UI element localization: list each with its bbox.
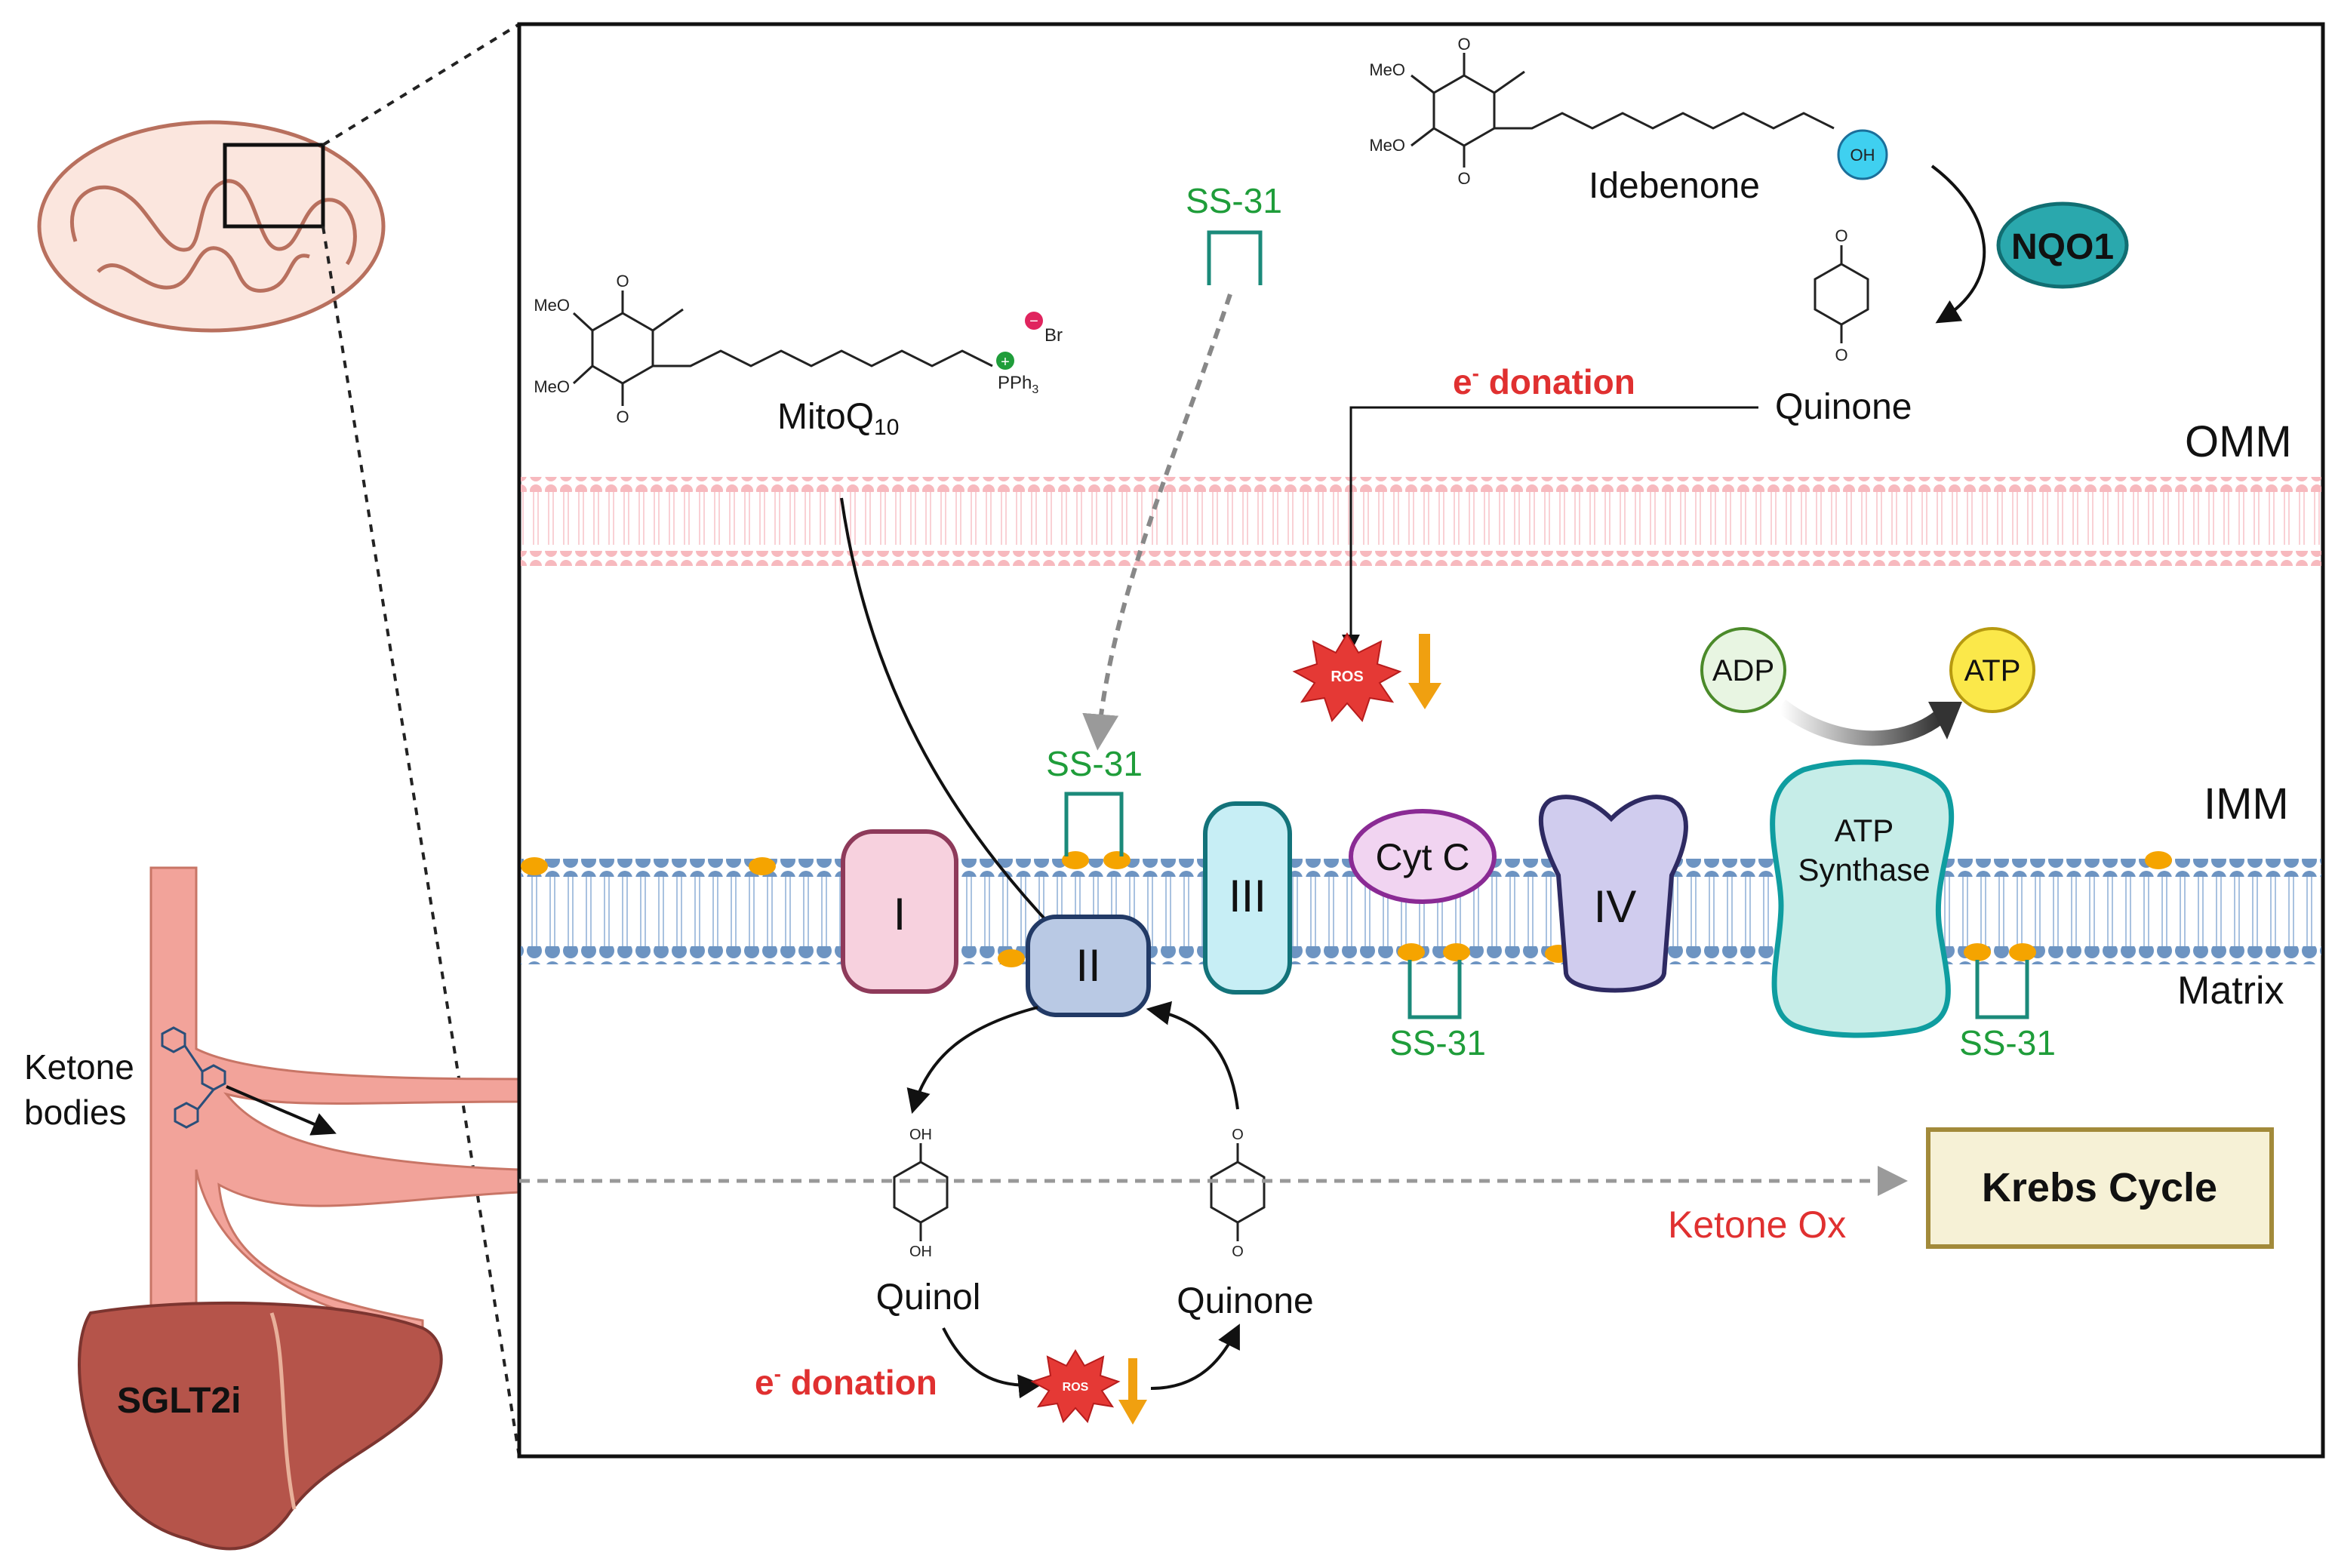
ss31-peptide-imm-mid (1407, 960, 1462, 1019)
ketone-molecules (161, 1026, 226, 1129)
atp-synthase (1770, 759, 1955, 1038)
bromide-sign: − (1029, 313, 1038, 330)
quinone-top-structure (1814, 245, 1869, 343)
ketone-ox-label: Ketone Ox (1668, 1204, 1846, 1246)
idebenone-o-bottom: O (1457, 169, 1470, 188)
ketone-label-2: bodies (24, 1093, 127, 1132)
idebenone-meo-1: MeO (1369, 60, 1405, 79)
krebs-cycle-box (1926, 1127, 2274, 1249)
quinol-oh-top: OH (909, 1127, 932, 1143)
mitoq-o-top: O (616, 272, 629, 291)
mitoq-arrow (840, 497, 1068, 943)
nqo1-label: NQO1 (2011, 227, 2114, 267)
complex-iv (1539, 795, 1688, 993)
ss31-peptide-top (1207, 230, 1263, 285)
matrix-label: Matrix (2177, 969, 2284, 1013)
mitoq-meo-1: MeO (534, 296, 570, 315)
quinone-bottom-label: Quinone (1177, 1281, 1313, 1321)
cardiolipin-lipids (521, 851, 2172, 967)
idebenone-label: Idebenone (1589, 166, 1760, 206)
e-donation-bottom: e- donation (755, 1362, 937, 1402)
nqo1-enzyme (1996, 201, 2129, 289)
pph3-label: PPh3 (998, 373, 1038, 396)
zoom-line-bottom (321, 226, 521, 1457)
liver (78, 1301, 443, 1551)
ros-burst-top (1292, 632, 1402, 722)
ros-down-arrow-top (1408, 634, 1441, 709)
bromide-charge (1025, 312, 1043, 330)
atp-label: ATP (1964, 654, 2021, 687)
krebs-cycle-label: Krebs Cycle (1982, 1165, 2217, 1210)
phosphonium-sign: + (1001, 354, 1010, 370)
ros-label-bottom: ROS (1063, 1381, 1089, 1394)
quinol-to-ros-arrow (942, 1327, 1043, 1399)
ketone-label-1: Ketone (24, 1047, 134, 1087)
imm-label: IMM (2204, 779, 2289, 829)
atp-bubble (1949, 627, 2035, 713)
ss31-label-imm-right: SS-31 (1959, 1023, 2056, 1062)
ros-label-top: ROS (1331, 669, 1363, 685)
adp-atp-arrow (1776, 699, 1945, 746)
ros-burst-bottom (1030, 1349, 1121, 1423)
cyt-c-label: Cyt C (1376, 836, 1470, 878)
ros-down-arrow-bottom (1118, 1358, 1147, 1425)
quinone-top-label: Quinone (1775, 387, 1912, 427)
ss31-label-imm-mid: SS-31 (1389, 1023, 1486, 1062)
nqo1-arrow (1930, 164, 1986, 324)
mitochondrion (37, 120, 386, 333)
oh-bubble (1837, 129, 1888, 180)
idebenone-meo-2: MeO (1369, 136, 1405, 155)
e-donation-top: e- donation (1453, 361, 1635, 401)
idebenone-structure (1411, 53, 1835, 168)
quinone-top-o1: O (1835, 226, 1847, 245)
main-frame (517, 22, 2325, 1459)
quinol-structure (893, 1143, 949, 1241)
zoom-box (223, 143, 325, 229)
adp-bubble (1700, 627, 1786, 713)
complex-ii (1026, 915, 1151, 1017)
ss31-label-top: SS-31 (1186, 181, 1282, 220)
mitoq-o-bottom: O (616, 407, 629, 426)
ss31-peptide-imm-left (1064, 792, 1124, 856)
complex-iii-label: III (1229, 871, 1266, 921)
complex-iv-label: IV (1594, 881, 1637, 932)
complex-i-label: I (894, 889, 906, 939)
ss31-label-imm-left: SS-31 (1046, 744, 1143, 783)
phosphonium-charge (996, 352, 1014, 370)
atp-synthase-label-1: ATP (1835, 813, 1894, 848)
ss31-peptide-imm-right (1975, 960, 2029, 1019)
bromide-label: Br (1044, 325, 1063, 346)
e-donation-arrow-top (1342, 406, 1758, 653)
oh-label: OH (1850, 146, 1875, 164)
quinone-top-o2: O (1835, 346, 1847, 364)
atp-synthase-label-2: Synthase (1798, 852, 1930, 887)
complex-iii (1203, 801, 1292, 995)
from-quinone-arrow (1146, 1001, 1239, 1110)
mitoq-structure (572, 291, 993, 406)
outer-membrane (521, 477, 2321, 566)
mitoq-meo-2: MeO (534, 377, 570, 396)
ketone-arrow (226, 1085, 337, 1136)
quinone-bottom-o2: O (1232, 1244, 1244, 1260)
complex-ii-label: II (1075, 940, 1100, 991)
mitoq-label: MitoQ10 (777, 397, 899, 440)
complex-i (841, 829, 958, 994)
to-quinol-arrow (906, 1006, 1038, 1115)
adp-label: ADP (1712, 654, 1774, 687)
quinol-oh-bottom: OH (909, 1244, 932, 1260)
idebenone-o-top: O (1457, 35, 1470, 54)
cyt-c (1349, 809, 1497, 904)
adp-atp-arrowhead (1928, 702, 1962, 739)
omm-label: OMM (2185, 417, 2292, 466)
sglt2i-label: SGLT2i (117, 1381, 241, 1421)
ss31-dashed-arrow (1082, 294, 1232, 751)
quinone-bottom-o1: O (1232, 1127, 1244, 1143)
zoom-line-top (321, 23, 521, 146)
ros-to-quinone-arrow (1150, 1324, 1240, 1390)
quinol-label: Quinol (876, 1277, 981, 1317)
quinone-bottom-structure (1210, 1143, 1266, 1241)
